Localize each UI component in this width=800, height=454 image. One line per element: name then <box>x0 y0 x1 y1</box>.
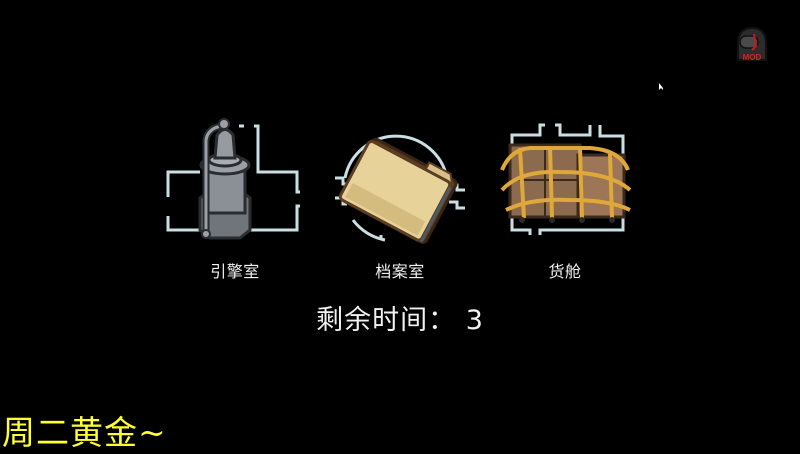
countdown-timer: 剩余时间： 3 <box>316 305 484 336</box>
mod-badge-text: MOD <box>743 53 762 62</box>
room-label-records: 档案室 <box>375 262 425 281</box>
room-label-storage: 货舱 <box>548 262 582 281</box>
watermark-text: 周二黄金~ <box>2 413 167 452</box>
crewmate-mod-icon: MOD <box>737 26 767 62</box>
room-option-records[interactable]: 档案室 <box>325 110 475 281</box>
folder-icon <box>335 134 465 244</box>
room-label-engine: 引擎室 <box>210 262 260 281</box>
room-option-engine[interactable]: 引擎室 <box>160 110 310 281</box>
cargo-crate-icon <box>500 123 632 235</box>
mod-badge[interactable]: MOD <box>732 24 772 64</box>
engine-icon <box>166 118 300 240</box>
room-option-storage[interactable]: 货舱 <box>490 110 640 281</box>
mouse-cursor-icon <box>659 83 663 90</box>
